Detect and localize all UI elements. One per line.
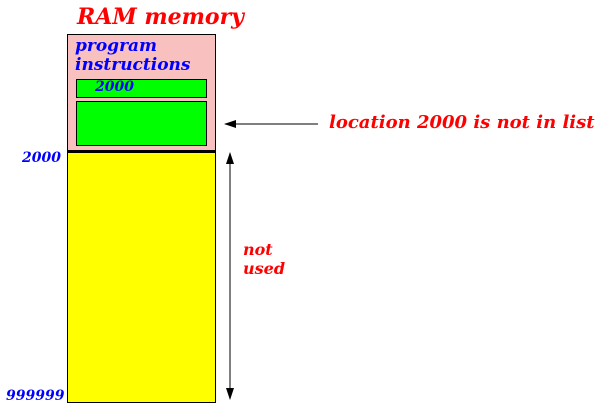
- instruction-box-large: [76, 101, 207, 146]
- annotation-label: location 2000 is not in list: [329, 112, 595, 133]
- program-instructions-label: program instructions: [75, 36, 191, 75]
- unused-region: [67, 151, 216, 403]
- diagram-title: RAM memory: [77, 4, 244, 30]
- instruction-box-label: 2000: [95, 79, 134, 95]
- not-used-label: not used: [243, 240, 286, 278]
- address-label-bottom: 999999: [6, 388, 65, 404]
- instruction-box-2000: [76, 79, 207, 98]
- address-label-top: 2000: [22, 150, 61, 166]
